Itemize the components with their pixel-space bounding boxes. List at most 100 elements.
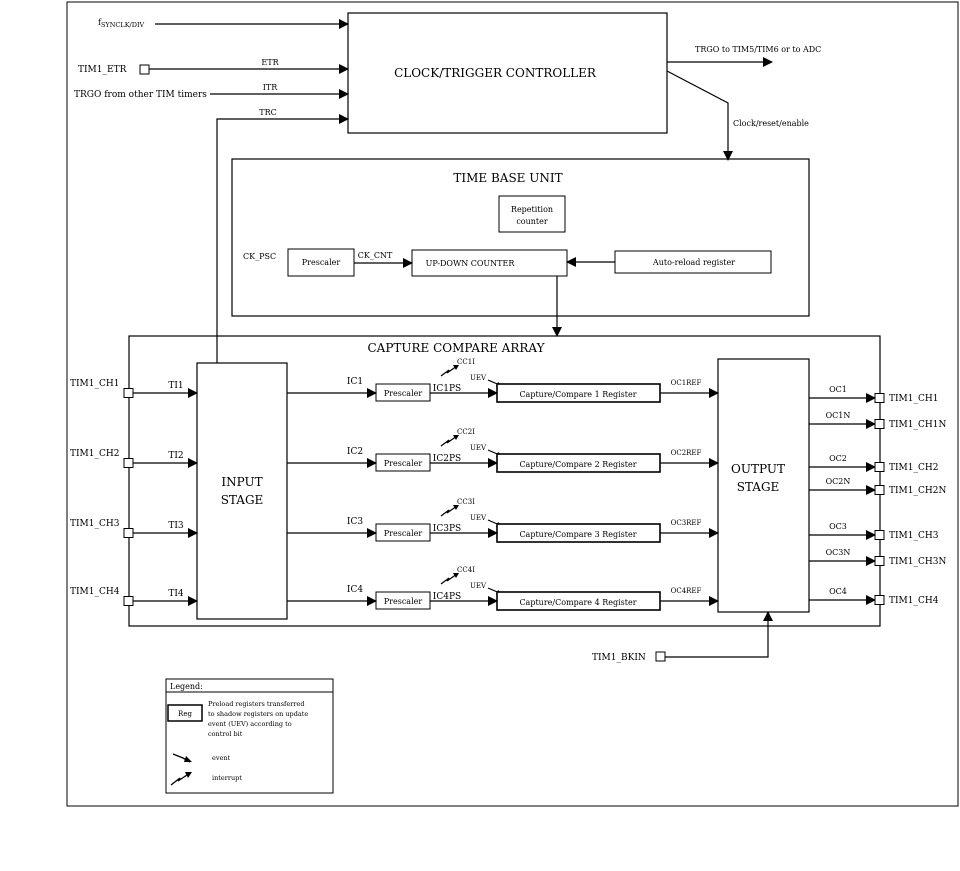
cci-label: CC3I <box>457 498 475 506</box>
tim1-bkin-pin <box>655 651 666 662</box>
output-stage-label-1: OUTPUT <box>731 462 785 476</box>
out-pin <box>874 530 885 540</box>
output-stage-label-2: STAGE <box>737 480 780 494</box>
icps-label: IC2PS <box>433 454 461 464</box>
out-pin-label: TIM1_CH2N <box>889 486 946 496</box>
trc-label: TRC <box>259 108 276 117</box>
icps-label: IC1PS <box>433 384 461 394</box>
out-pin <box>874 485 885 495</box>
ch-pin-label: TIM1_CH2 <box>70 449 119 459</box>
clock-reset-wire <box>666 70 733 161</box>
out-pin-label: TIM1_CH3 <box>889 531 939 541</box>
icps-label: IC4PS <box>433 592 461 602</box>
uev-label: UEV <box>470 582 487 590</box>
repetition-counter-label-1: Repetition <box>511 205 553 214</box>
ti-label: TI3 <box>168 521 184 531</box>
oc-label: OC1N <box>826 411 851 420</box>
cc-prescaler-label: Prescaler <box>384 597 423 606</box>
cci-label: CC2I <box>457 428 475 436</box>
ch-pin-label: TIM1_CH4 <box>70 587 120 597</box>
clock-reset-label: Clock/reset/enable <box>733 119 809 128</box>
oc-label: OC4 <box>829 587 847 596</box>
uev-label: UEV <box>470 444 487 452</box>
ch-pin <box>123 458 134 468</box>
auto-reload-label: Auto-reload register <box>652 258 735 267</box>
interrupt-icon <box>170 772 192 786</box>
time-base-unit-box <box>231 158 810 317</box>
uev-label: UEV <box>470 374 487 382</box>
interrupt-icon <box>440 365 459 377</box>
repetition-counter-label-2: counter <box>516 217 548 226</box>
legend-reg-label: Reg <box>178 710 192 718</box>
out-pin <box>874 462 885 472</box>
out-pin <box>874 595 885 605</box>
tim1-bkin-label: TIM1_BKIN <box>592 653 646 663</box>
legend-title: Legend: <box>170 682 203 691</box>
out-pin-label: TIM1_CH1N <box>889 420 946 430</box>
ti-label: TI1 <box>168 381 183 391</box>
out-pin <box>874 556 885 566</box>
cci-label: CC1I <box>457 358 475 366</box>
legend-reg-desc-1: Preload registers transferred <box>208 700 305 708</box>
out-pin-label: TIM1_CH3N <box>889 557 946 567</box>
tim1-etr-pin-label: TIM1_ETR <box>78 65 127 75</box>
input-stage-label-1: INPUT <box>221 475 262 489</box>
out-pin-label: TIM1_CH1 <box>889 394 938 404</box>
interrupt-icon <box>440 505 459 517</box>
capture-compare-array-label: CAPTURE COMPARE ARRAY <box>367 341 545 355</box>
icps-label: IC3PS <box>433 524 461 534</box>
oc-label: OC3 <box>829 522 847 531</box>
ocref-label: OC4REF <box>671 587 702 595</box>
cc-prescaler-label: Prescaler <box>384 529 423 538</box>
cc-register-label: Capture/Compare 3 Register <box>519 530 636 539</box>
ck-cnt-label: CK_CNT <box>358 251 393 260</box>
etr-label: ETR <box>261 58 279 67</box>
bkin-wire <box>665 611 773 658</box>
trgo-from-label: TRGO from other TIM timers <box>74 90 207 100</box>
diagram-frame <box>66 1 959 807</box>
oc-label: OC1 <box>829 385 847 394</box>
ocref-label: OC3REF <box>671 519 702 527</box>
legend-reg-desc-2: to shadow registers on update <box>208 710 308 718</box>
cc-register-label: Capture/Compare 1 Register <box>519 390 636 399</box>
legend-reg-desc-3: event (UEV) according to <box>208 720 292 728</box>
ocref-label: OC2REF <box>671 449 702 457</box>
out-pin <box>874 393 885 403</box>
legend-box <box>165 678 334 794</box>
ch-pin <box>123 388 134 398</box>
ic-label: IC1 <box>347 377 363 387</box>
cci-label: CC4I <box>457 566 475 574</box>
input-stage-box <box>196 362 288 620</box>
cc-register-label: Capture/Compare 4 Register <box>519 598 636 607</box>
interrupt-icon <box>440 435 459 447</box>
legend-event-label: event <box>212 754 231 762</box>
clock-trigger-controller-label: CLOCK/TRIGGER CONTROLLER <box>394 66 597 80</box>
trc-wire <box>216 114 349 363</box>
out-pin-label: TIM1_CH4 <box>889 596 939 606</box>
tim1-etr-pin <box>139 64 150 75</box>
out-pin <box>874 419 885 429</box>
ch-pin-label: TIM1_CH1 <box>70 379 119 389</box>
time-base-unit-label: TIME BASE UNIT <box>453 171 562 185</box>
oc-label: OC3N <box>826 548 851 557</box>
cc-prescaler-label: Prescaler <box>384 459 423 468</box>
legend-interrupt-label: interrupt <box>212 774 242 782</box>
trgo-to-label: TRGO to TIM5/TIM6 or to ADC <box>695 45 821 54</box>
ti-label: TI2 <box>168 451 183 461</box>
oc-label: OC2N <box>826 477 851 486</box>
oc-label: OC2 <box>829 454 847 463</box>
ch-pin-label: TIM1_CH3 <box>70 519 120 529</box>
legend-reg-box <box>167 704 203 722</box>
event-icon <box>172 753 192 763</box>
f-syn-label: fSYNCLK/DIV <box>98 18 145 29</box>
ocref-label: OC1REF <box>671 379 702 387</box>
tb-prescaler-label: Prescaler <box>302 258 341 267</box>
cc-prescaler-label: Prescaler <box>384 389 423 398</box>
ck-psc-label: CK_PSC <box>243 252 276 261</box>
up-down-counter-label: UP-DOWN COUNTER <box>426 259 516 268</box>
repetition-counter-box <box>498 195 566 233</box>
interrupt-icon <box>440 573 459 585</box>
legend-reg-desc-4: control bit <box>208 730 243 738</box>
uev-label: UEV <box>470 514 487 522</box>
